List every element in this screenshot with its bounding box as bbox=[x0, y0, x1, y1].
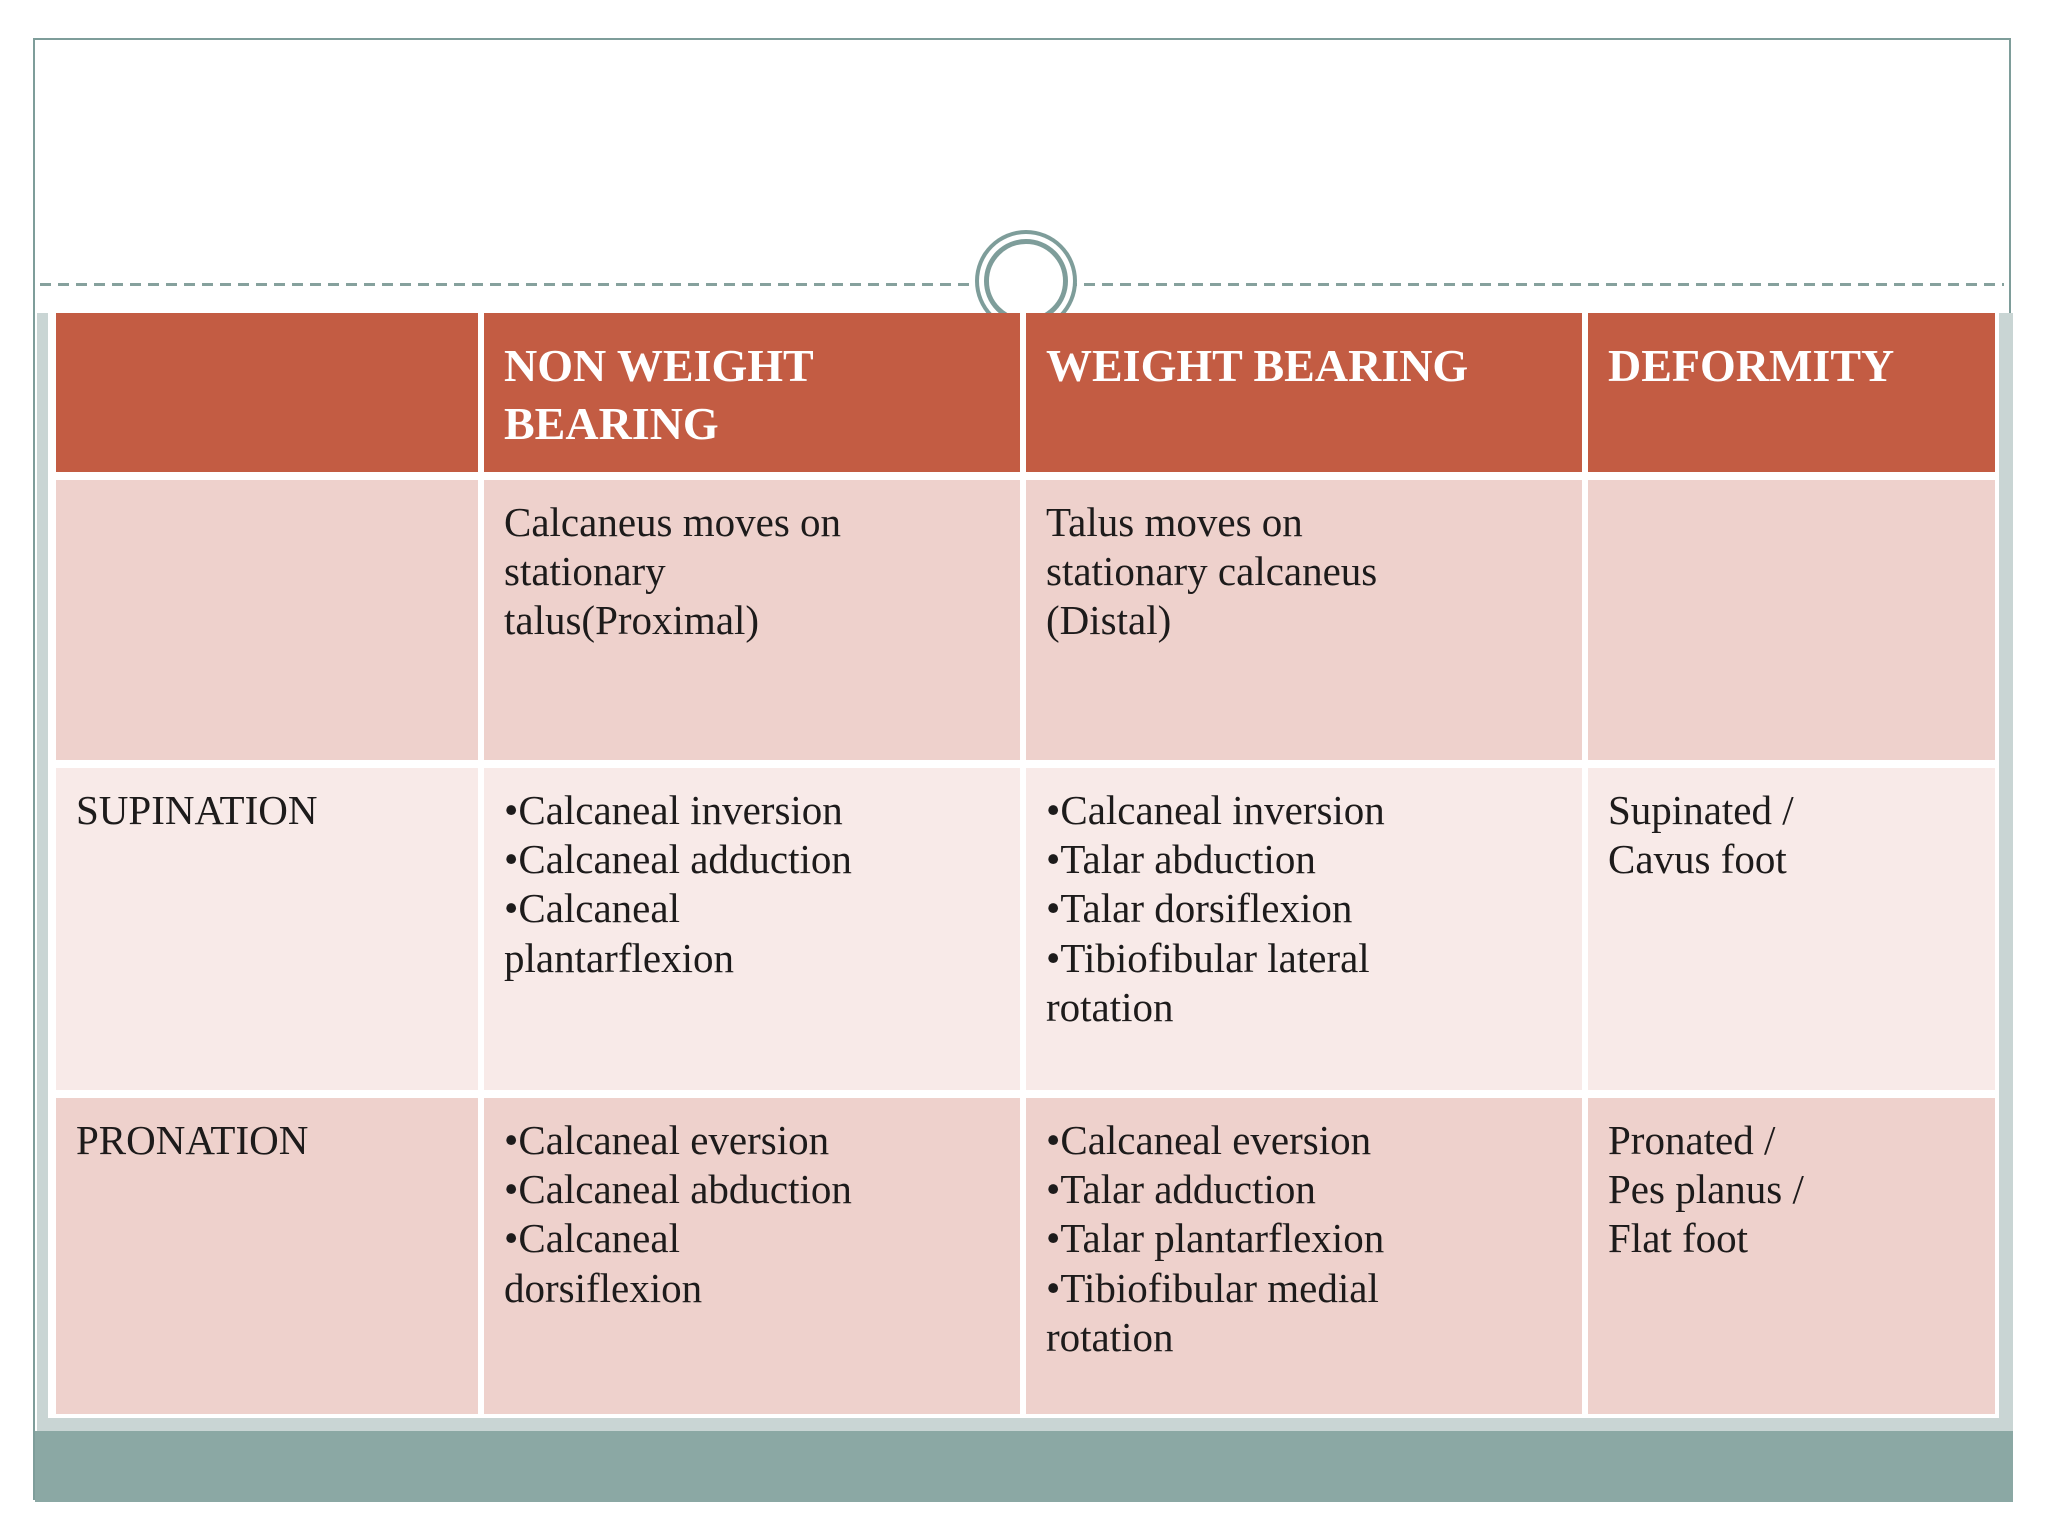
cell-pronation-non-weight-bearing: •Calcaneal eversion •Calcaneal abduction… bbox=[484, 1098, 1020, 1414]
cell-mechanism-deformity bbox=[1588, 480, 1995, 760]
cell-mechanism-non-weight-bearing: Calcaneus moves on stationary talus(Prox… bbox=[484, 480, 1020, 760]
header-cell-deformity: DEFORMITY bbox=[1588, 313, 1995, 472]
header-cell-non-weight-bearing: NON WEIGHT BEARING bbox=[484, 313, 1020, 472]
cell-supination-non-weight-bearing: •Calcaneal inversion •Calcaneal adductio… bbox=[484, 768, 1020, 1090]
cell-supination-label: SUPINATION bbox=[56, 768, 478, 1090]
cell-supination-deformity: Supinated / Cavus foot bbox=[1588, 768, 1995, 1090]
header-cell-weight-bearing: WEIGHT BEARING bbox=[1026, 313, 1582, 472]
cell-mechanism-label bbox=[56, 480, 478, 760]
cell-pronation-weight-bearing: •Calcaneal eversion •Talar adduction •Ta… bbox=[1026, 1098, 1582, 1414]
comparison-table: NON WEIGHT BEARING WEIGHT BEARING DEFORM… bbox=[56, 313, 1995, 1414]
cell-pronation-label: PRONATION bbox=[56, 1098, 478, 1414]
cell-pronation-deformity: Pronated / Pes planus / Flat foot bbox=[1588, 1098, 1995, 1414]
header-cell-blank bbox=[56, 313, 478, 472]
footer-band bbox=[35, 1431, 2013, 1502]
divider-circle-icon bbox=[984, 239, 1068, 323]
cell-mechanism-weight-bearing: Talus moves on stationary calcaneus (Dis… bbox=[1026, 480, 1582, 760]
cell-supination-weight-bearing: •Calcaneal inversion •Talar abduction •T… bbox=[1026, 768, 1582, 1090]
